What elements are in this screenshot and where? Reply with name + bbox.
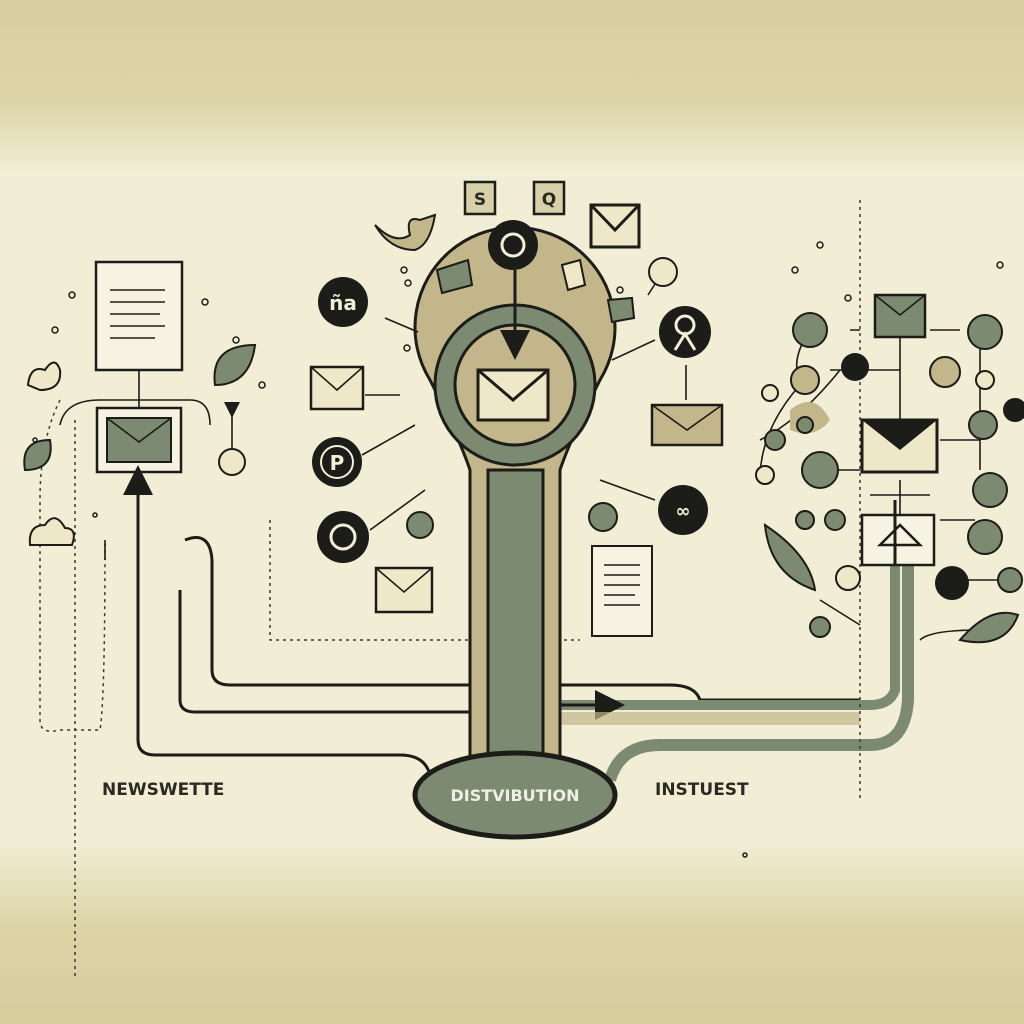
distribution-label: DISTVIBUTION (450, 786, 579, 805)
cloud-icon (28, 517, 75, 546)
s-badge-icon[interactable]: S (463, 180, 497, 216)
svg-text:Q: Q (542, 190, 556, 210)
mid-left-envelope-icon[interactable] (309, 365, 365, 411)
top-envelope-icon[interactable] (589, 203, 641, 249)
left-envelope-icon[interactable] (95, 406, 183, 474)
na-badge-icon[interactable]: ña (318, 277, 368, 327)
node-dot (406, 511, 434, 539)
target-icon[interactable] (488, 220, 538, 270)
svg-text:S: S (474, 190, 486, 210)
bottom-envelope-icon[interactable] (374, 566, 434, 614)
document-icon (591, 545, 653, 637)
leaf-icon (763, 522, 817, 592)
infinity-badge-icon[interactable]: ∞ (658, 485, 708, 535)
node-dot (588, 502, 618, 532)
mid-right-envelope-icon[interactable] (650, 403, 724, 447)
tag-icon (560, 258, 587, 292)
search-icon[interactable] (647, 257, 678, 296)
hub-envelope-icon (476, 368, 550, 422)
bird-icon (26, 361, 62, 392)
svg-text:P: P (330, 451, 345, 475)
bird-icon (374, 213, 437, 252)
circle-badge-icon[interactable] (317, 511, 369, 563)
leaf-icon (213, 343, 257, 387)
distribution-node[interactable]: DISTVIBUTION (412, 750, 618, 840)
svg-text:ña: ña (329, 291, 357, 315)
document-icon (94, 260, 184, 372)
node-dot (218, 448, 246, 476)
p-badge-icon[interactable]: P (312, 437, 362, 487)
leaf-icon (958, 611, 1020, 644)
person-badge-icon[interactable] (659, 306, 711, 358)
svg-text:∞: ∞ (676, 501, 691, 522)
q-badge-icon[interactable]: Q (532, 180, 566, 216)
leaf-icon (23, 438, 52, 472)
decorative-dots (32, 241, 1004, 858)
chat-icon (606, 296, 636, 324)
chat-icon (435, 258, 474, 295)
distribution-hub (413, 225, 617, 782)
right-network (755, 293, 1024, 644)
newsletter-label: NEWSWETTE (102, 780, 224, 800)
instuest-label: INSTUEST (655, 780, 749, 800)
